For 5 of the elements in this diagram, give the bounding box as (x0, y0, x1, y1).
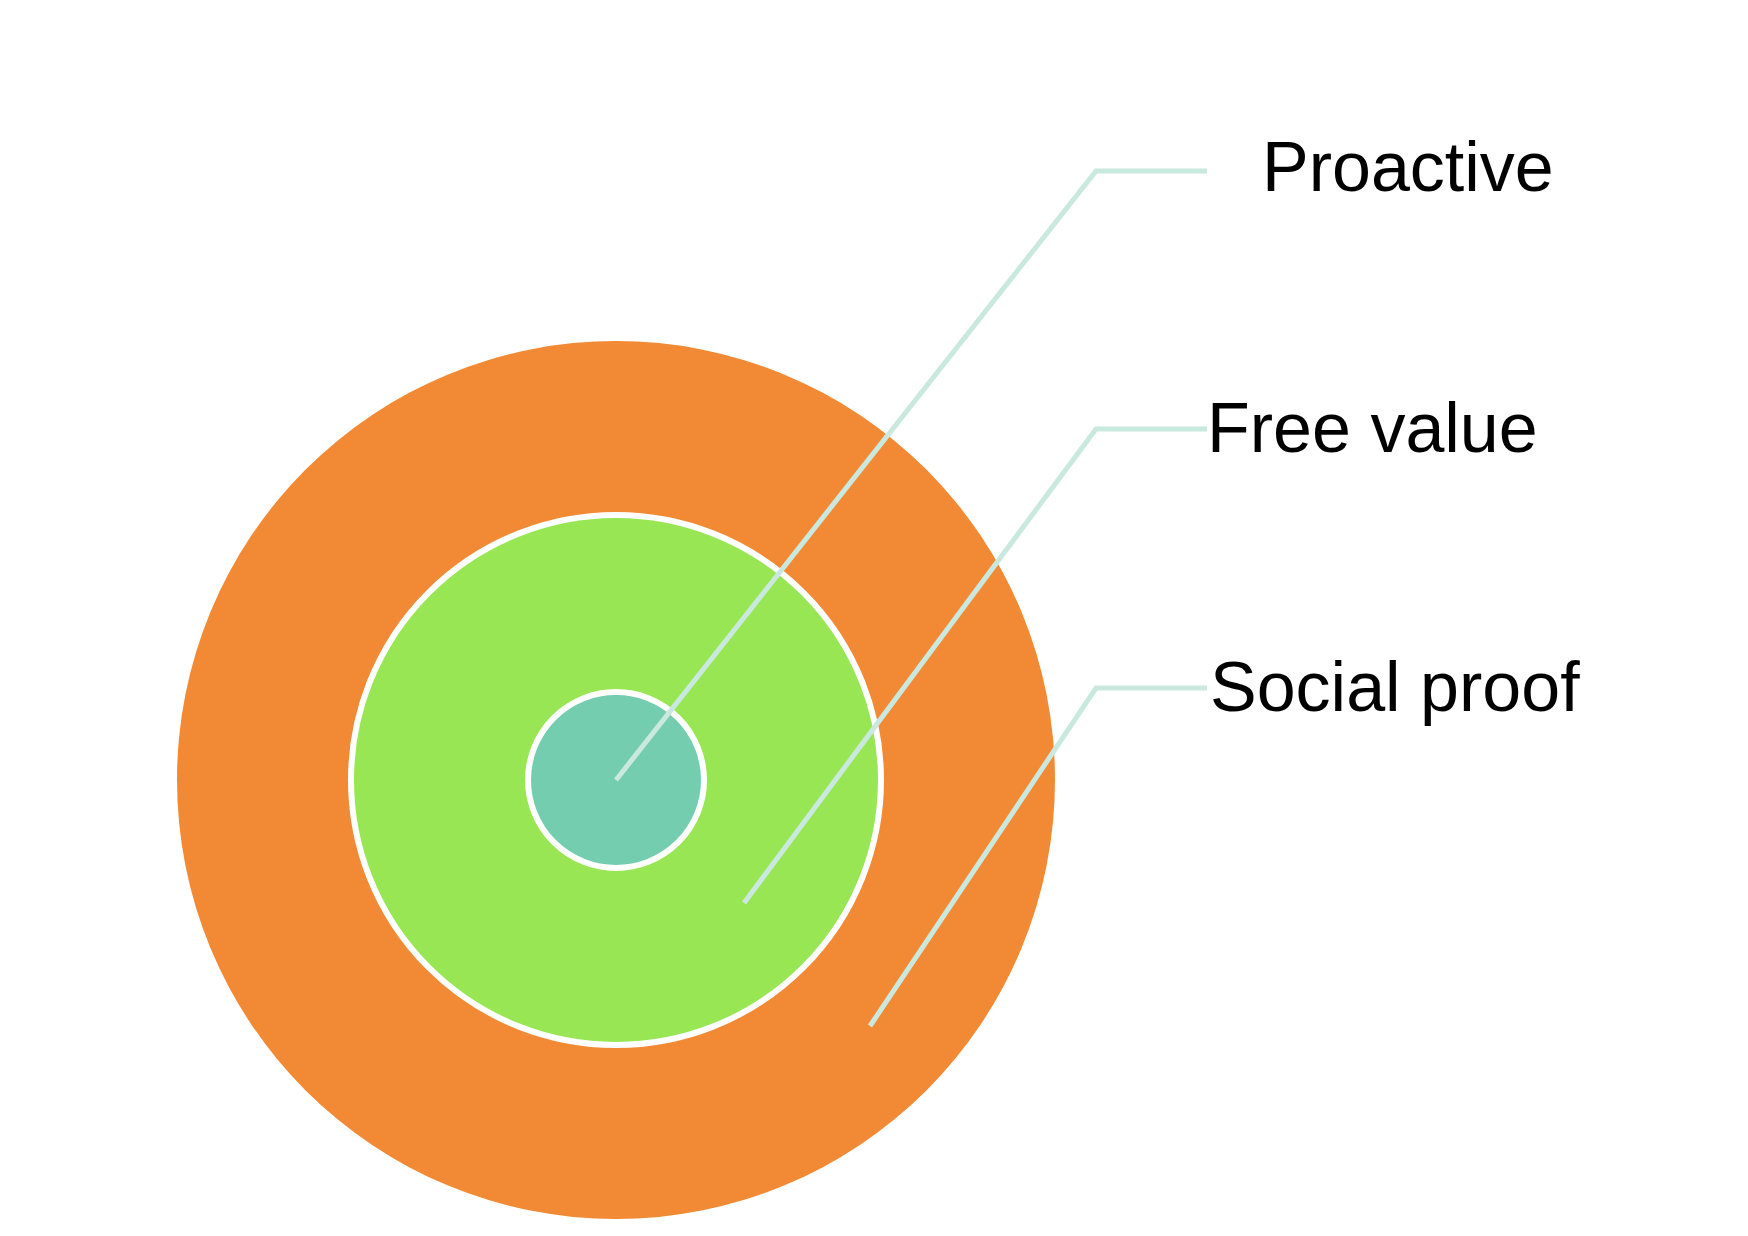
leader-line (867, 685, 1207, 1028)
callout-label: Proactive (1262, 132, 1554, 202)
leader-line (742, 426, 1207, 905)
callout-label: Free value (1207, 393, 1538, 463)
leader-line (614, 168, 1207, 782)
